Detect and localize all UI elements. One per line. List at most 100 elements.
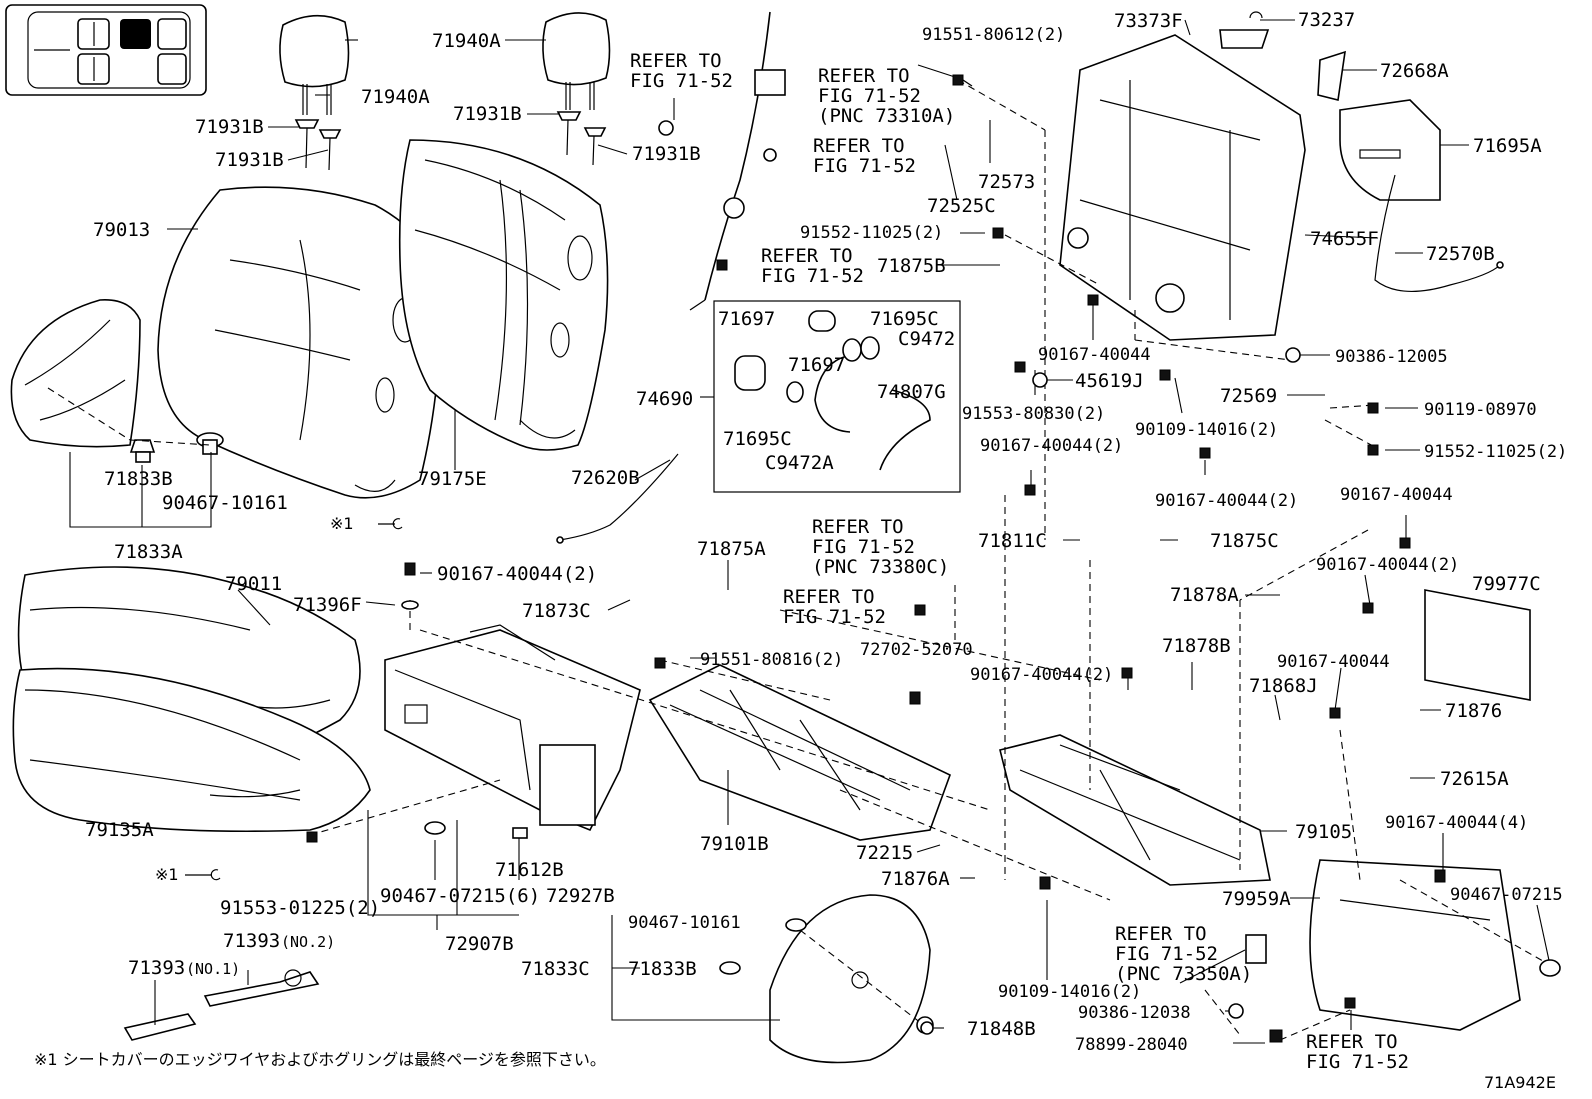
label-71833C: 71833C xyxy=(521,958,590,980)
label-71833B-a: 71833B xyxy=(104,468,173,490)
svg-text:REFER TO: REFER TO xyxy=(812,516,904,538)
hose-assembly-box xyxy=(713,300,961,493)
label-90167-40044-2-e: 90167-40044(2) xyxy=(970,665,1113,685)
bolt-icon xyxy=(1434,869,1446,883)
label-91553-01225: 91553-01225(2) xyxy=(220,897,380,919)
side-cover-drawing xyxy=(10,299,141,448)
label-71833A: 71833A xyxy=(114,541,183,563)
label-72570B: 72570B xyxy=(1426,243,1495,265)
label-90467-07215-6: 90467-07215(6) xyxy=(380,885,540,907)
label-71931B-c: 71931B xyxy=(453,103,522,125)
label-74690: 74690 xyxy=(636,388,693,410)
bolt-icon xyxy=(1367,402,1379,414)
label-72927B: 72927B xyxy=(546,885,615,907)
bolt-icon xyxy=(1269,1029,1283,1043)
label-74807G: 74807G xyxy=(877,381,946,403)
label-90167-40044-b: 90167-40044 xyxy=(1340,485,1453,505)
label-71868J: 71868J xyxy=(1249,675,1318,697)
label-90167-40044-2-c: 90167-40044(2) xyxy=(1155,491,1298,511)
svg-text:FIG 71-52: FIG 71-52 xyxy=(818,85,921,107)
svg-text:REFER TO: REFER TO xyxy=(630,50,722,72)
nut-icon xyxy=(1032,372,1048,388)
bolt-icon xyxy=(1344,997,1356,1009)
clip-icon xyxy=(424,821,446,835)
label-91551-80612: 91551-80612(2) xyxy=(922,25,1065,45)
bolt-icon xyxy=(306,831,318,843)
bolt-icon xyxy=(1121,667,1133,679)
label-79101B: 79101B xyxy=(700,833,769,855)
seatback-frame-drawing xyxy=(1059,34,1306,341)
label-72668A: 72668A xyxy=(1380,60,1449,82)
clip-icon xyxy=(1539,959,1561,977)
clip-icon xyxy=(785,918,807,932)
bolt-icon xyxy=(909,691,921,705)
label-90467-10161-b: 90467-10161 xyxy=(628,913,741,933)
label-71833B-b: 71833B xyxy=(628,958,697,980)
label-90167-40044-c: 90167-40044 xyxy=(1277,652,1390,672)
label-71393-no1-note: (NO.1) xyxy=(186,960,240,978)
drawing-id: 71A942E xyxy=(1484,1073,1556,1092)
svg-text:REFER TO: REFER TO xyxy=(1306,1031,1398,1053)
label-78899-28040: 78899-28040 xyxy=(1075,1035,1188,1055)
label-71697-a: 71697 xyxy=(718,308,775,330)
clip-71833B-drawing xyxy=(129,439,156,463)
label-79175E: 79175E xyxy=(418,468,487,490)
storage-pad-drawing xyxy=(1339,99,1441,201)
bolt-icon xyxy=(1159,369,1171,381)
svg-text:(PNC 73350A): (PNC 73350A) xyxy=(1115,963,1252,985)
label-74655F: 74655F xyxy=(1310,228,1379,250)
bolt-icon xyxy=(1199,447,1211,459)
label-71875A: 71875A xyxy=(697,538,766,560)
nut-icon xyxy=(763,148,777,162)
label-79105: 79105 xyxy=(1295,821,1352,843)
footnote-text: ※1 シートカバーのエッジワイヤおよびホグリングは最終ページを参照下さい。 xyxy=(34,1050,606,1069)
label-71876A: 71876A xyxy=(881,868,950,890)
washer-icon xyxy=(401,600,419,610)
clip-icon xyxy=(719,961,741,975)
label-71695C-a: 71695C xyxy=(870,308,939,330)
label-72525C: 72525C xyxy=(927,195,996,217)
svg-text:FIG 71-52: FIG 71-52 xyxy=(813,155,916,177)
svg-text:REFER TO: REFER TO xyxy=(783,586,875,608)
footnote-markers: ※1 ※1 xyxy=(155,514,403,884)
label-90119-08970: 90119-08970 xyxy=(1424,400,1537,420)
bolt-icon xyxy=(404,562,416,576)
seat-cushion-71833C-drawing xyxy=(769,894,931,1064)
seat-frame-drawing xyxy=(648,664,951,841)
label-90167-40044-4: 90167-40044(4) xyxy=(1385,813,1528,833)
seat-track-frame-drawing xyxy=(999,734,1271,886)
headrest-right-drawing xyxy=(542,12,611,166)
bolt-icon xyxy=(1362,602,1374,614)
nut-icon xyxy=(658,120,674,136)
bolt-icon xyxy=(1399,537,1411,549)
label-79013: 79013 xyxy=(93,219,150,241)
label-72907B: 72907B xyxy=(445,933,514,955)
bolt-icon xyxy=(1039,876,1051,890)
label-45619J: 45619J xyxy=(1075,370,1144,392)
footnote-marker-2: ※1 xyxy=(155,865,179,884)
label-90167-40044-2-a: 90167-40044(2) xyxy=(437,563,597,585)
label-72620B: 72620B xyxy=(571,467,640,489)
vehicle-seat-position-icon xyxy=(5,4,207,96)
svg-text:REFER TO: REFER TO xyxy=(818,65,910,87)
clip-90467-drawing xyxy=(196,432,224,455)
cable-72570B-drawing xyxy=(1374,174,1504,292)
label-90386-12005: 90386-12005 xyxy=(1335,347,1448,367)
label-71811C: 71811C xyxy=(978,530,1047,552)
label-90386-12038: 90386-12038 xyxy=(1078,1003,1191,1023)
label-91551-80816: 91551-80816(2) xyxy=(700,650,843,670)
bolt-icon xyxy=(914,604,926,616)
label-91552-11025-b: 91552-11025(2) xyxy=(1424,442,1567,462)
seat-cushion-pad-drawing xyxy=(12,667,371,833)
leader-lines xyxy=(69,19,1551,1044)
label-71931B-d: 71931B xyxy=(632,143,701,165)
label-90467-10161-a: 90467-10161 xyxy=(162,492,288,514)
svg-text:(PNC 73380C): (PNC 73380C) xyxy=(812,556,949,578)
clip-icon xyxy=(1219,29,1270,49)
